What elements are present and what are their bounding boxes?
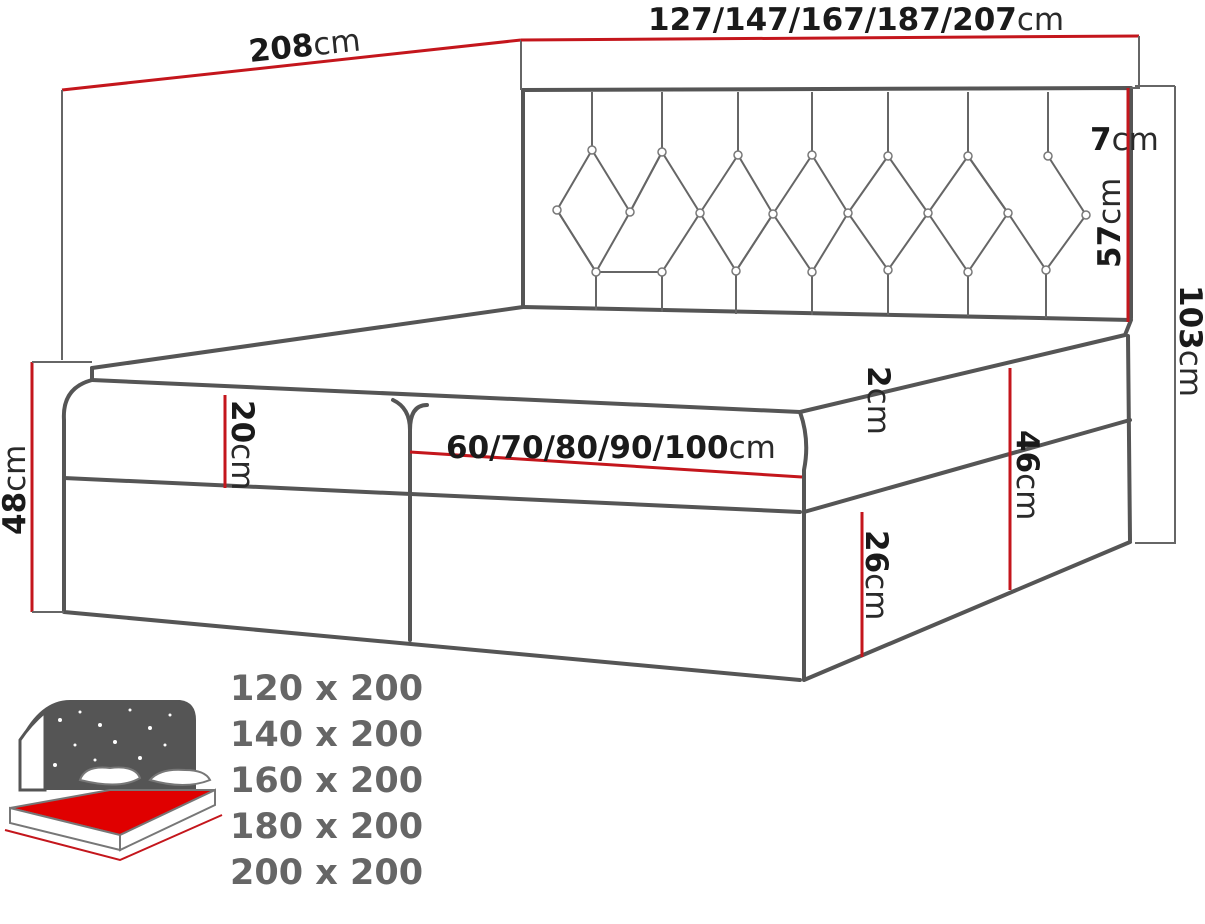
gap-label: 2cm <box>860 366 896 435</box>
size-item: 180 x 200 <box>230 807 423 847</box>
length-label: 208cm <box>247 22 362 70</box>
size-list: 120 x 200 140 x 200 160 x 200 180 x 200 … <box>230 669 423 893</box>
size-item: 200 x 200 <box>230 853 423 893</box>
width-label: 127/147/167/187/207cm <box>648 2 1064 38</box>
size-item: 120 x 200 <box>230 669 423 709</box>
base-height-label: 26cm <box>858 530 894 620</box>
mattress-width-label: 60/70/80/90/100cm <box>446 430 776 466</box>
side-height-label: 46cm <box>1009 430 1045 520</box>
headboard-top-label: 7cm <box>1090 122 1159 158</box>
bed-outline <box>61 86 1140 682</box>
total-height-label: 103cm <box>1172 285 1205 397</box>
topper-label: 20cm <box>224 400 260 490</box>
headboard-tufting <box>552 92 1091 318</box>
size-item: 140 x 200 <box>230 715 423 755</box>
bed-height-label: 48cm <box>0 445 33 535</box>
headboard-panel-label: 57cm <box>1092 178 1128 268</box>
size-item: 160 x 200 <box>230 761 423 801</box>
bed-size-icon <box>4 700 223 862</box>
dimension-lines <box>30 34 1176 657</box>
